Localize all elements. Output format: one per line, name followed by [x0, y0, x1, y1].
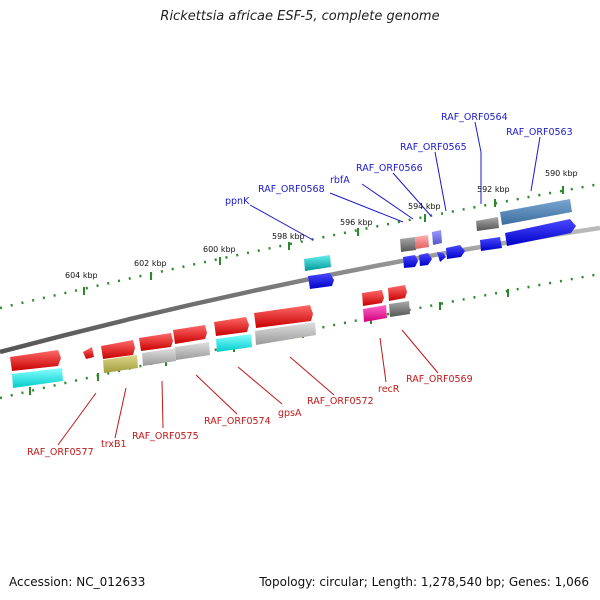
gene-RAF_ORF0575 — [142, 348, 176, 366]
gene-RAF_ORF0575-cds — [139, 333, 173, 351]
gene-RAF_ORF0565-cds — [437, 252, 446, 262]
scale-label: 596 kbp — [340, 218, 373, 227]
label-RAF_ORF0577: RAF_ORF0577 — [27, 447, 94, 458]
label-RAF_ORF0568: RAF_ORF0568 — [258, 184, 325, 195]
gene-small-red — [83, 347, 94, 359]
scale-label: 604 kbp — [65, 271, 98, 280]
accession-text: Accession: NC_012633 — [9, 575, 146, 589]
genome-summary-text: Topology: circular; Length: 1,278,540 bp… — [259, 575, 589, 589]
gene-RAF_ORF0569-cds — [388, 285, 407, 301]
gene-RAF_ORF0564 — [476, 217, 499, 231]
gene-RAF_ORF0563-cds-a — [480, 237, 502, 251]
gene-RAF_ORF0568 — [400, 237, 416, 252]
gene-RAF_ORF0568b — [415, 235, 429, 249]
scale-label: 592 kbp — [477, 185, 510, 194]
scale-label: 590 kbp — [545, 169, 578, 178]
gene-RAF_ORF0563-cds-b — [505, 219, 576, 246]
label-ppnK: ppnK — [225, 196, 250, 207]
gene-RAF_ORF0566-cds — [419, 253, 432, 266]
gene-RAF_ORF0577 — [10, 350, 61, 371]
forward-features — [304, 199, 576, 289]
label-RAF_ORF0563: RAF_ORF0563 — [506, 127, 573, 138]
scale-label: 602 kbp — [134, 259, 167, 268]
label-RAF_ORF0572: RAF_ORF0572 — [307, 396, 374, 407]
label-rbfA: rbfA — [330, 175, 350, 186]
gene-trxB1 — [103, 355, 138, 373]
map-title: Rickettsia africae ESF-5, complete genom… — [160, 9, 440, 24]
gene-RAF_ORF0564-cds — [446, 245, 465, 259]
label-trxB1: trxB1 — [101, 439, 127, 450]
gene-gpsA — [216, 334, 252, 352]
label-RAF_ORF0569: RAF_ORF0569 — [406, 374, 473, 385]
label-RAF_ORF0565: RAF_ORF0565 — [400, 142, 467, 153]
label-RAF_ORF0574: RAF_ORF0574 — [204, 416, 271, 427]
label-RAF_ORF0575: RAF_ORF0575 — [132, 431, 199, 442]
gene-trxB1-cds — [101, 340, 135, 359]
gene-rbfA-cds — [403, 255, 418, 268]
gene-gpsA-cds — [214, 317, 249, 336]
gene-RAF_ORF0569 — [389, 301, 410, 317]
gene-RAF_ORF0572-cds — [254, 305, 313, 328]
label-RAF_ORF0564: RAF_ORF0564 — [441, 112, 508, 123]
gene-RAF_ORF0563 — [500, 199, 572, 225]
scale-ring-outer — [0, 182, 600, 310]
gene-RAF_ORF0574-cds — [173, 325, 207, 344]
scale-label: 598 kbp — [272, 232, 305, 241]
gene-RAF_ORF0577-b — [12, 368, 63, 388]
label-RAF_ORF0566: RAF_ORF0566 — [356, 163, 423, 174]
scale-label: 600 kbp — [203, 245, 236, 254]
gene-recR — [363, 305, 387, 322]
gene-rbfA — [432, 230, 442, 245]
gene-ppnK — [304, 255, 331, 271]
gene-RAF_ORF0572 — [255, 322, 316, 345]
gene-RAF_ORF0574 — [175, 342, 210, 360]
label-gpsA: gpsA — [278, 408, 302, 419]
gene-recR-cds — [362, 290, 384, 306]
label-recR: recR — [378, 384, 400, 395]
forward-leaders — [249, 121, 541, 241]
scale-label: 594 kbp — [408, 202, 441, 211]
reverse-leaders — [57, 329, 439, 446]
gene-ppnK-cds — [308, 273, 334, 289]
reverse-features — [10, 285, 410, 388]
